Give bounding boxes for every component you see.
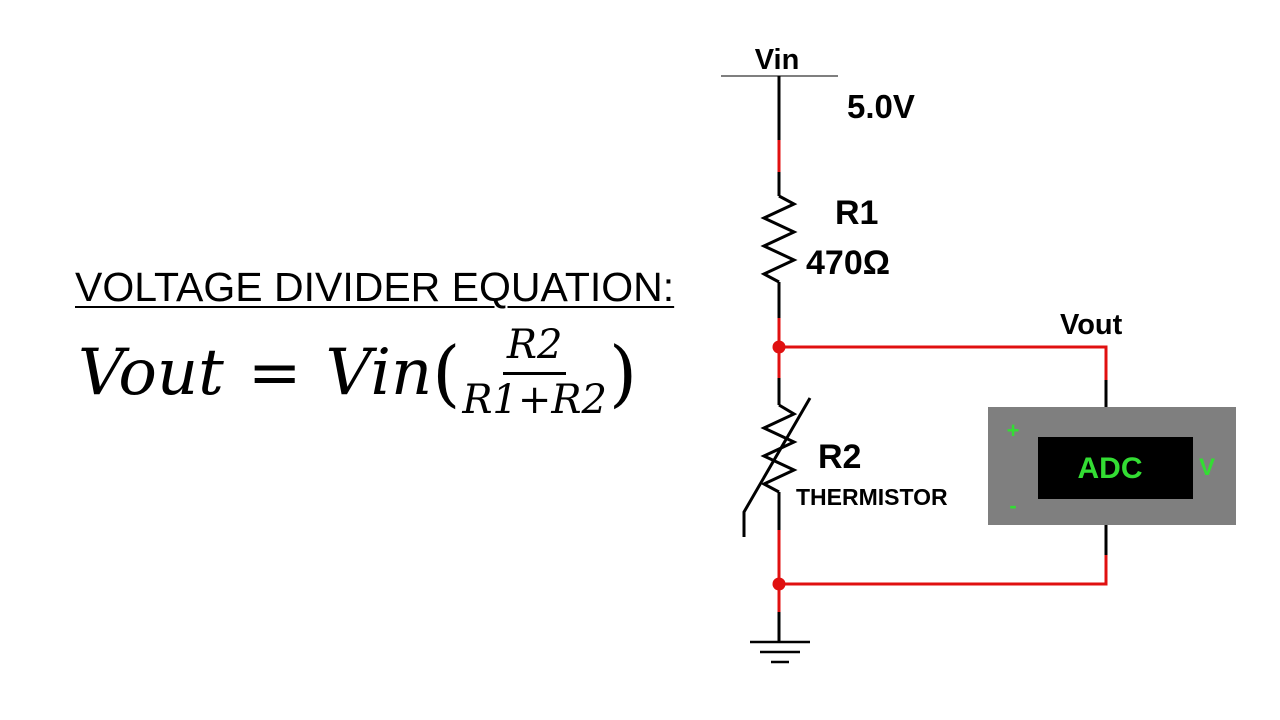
thermistor-diagonal-icon: [742, 397, 812, 537]
adc-meter-display: [1038, 437, 1193, 499]
r1-value: 470Ω: [806, 244, 890, 282]
adc-minus-sign: -: [1009, 493, 1016, 518]
equation-equals: =: [247, 335, 302, 410]
r2-type: THERMISTOR: [796, 484, 948, 510]
r2-thermistor: [760, 403, 798, 494]
equation-open-paren: (: [432, 330, 461, 415]
r2-name: R2: [818, 438, 861, 476]
wire-return-red: [779, 555, 1108, 586]
adc-plus-sign: +: [1007, 418, 1020, 443]
equation-fraction: R2 R1+R2: [462, 322, 607, 423]
equation-lhs: Vout: [78, 335, 224, 410]
r1-resistor: [760, 194, 798, 284]
r1-name: R1: [835, 194, 878, 232]
vin-label: Vin: [755, 44, 800, 76]
junction-vout: [772, 340, 786, 354]
ground-icon: [750, 640, 810, 664]
vin-value: 5.0V: [847, 88, 915, 125]
equation-term: Vin: [325, 335, 433, 410]
vout-label: Vout: [1060, 309, 1123, 341]
equation-numerator: R2: [502, 322, 567, 375]
equation-heading: VOLTAGE DIVIDER EQUATION:: [75, 264, 675, 310]
adc-meter-label: ADC: [1078, 452, 1143, 485]
equation-close-paren: ): [608, 330, 638, 415]
equation-denominator: R1+R2: [462, 377, 607, 423]
wire-vout-red: [779, 345, 1108, 380]
voltage-divider-equation: Vout = Vin ( R2 R1+R2 ): [78, 322, 637, 423]
junction-ground: [772, 577, 786, 591]
adc-unit-label: V: [1199, 454, 1215, 481]
